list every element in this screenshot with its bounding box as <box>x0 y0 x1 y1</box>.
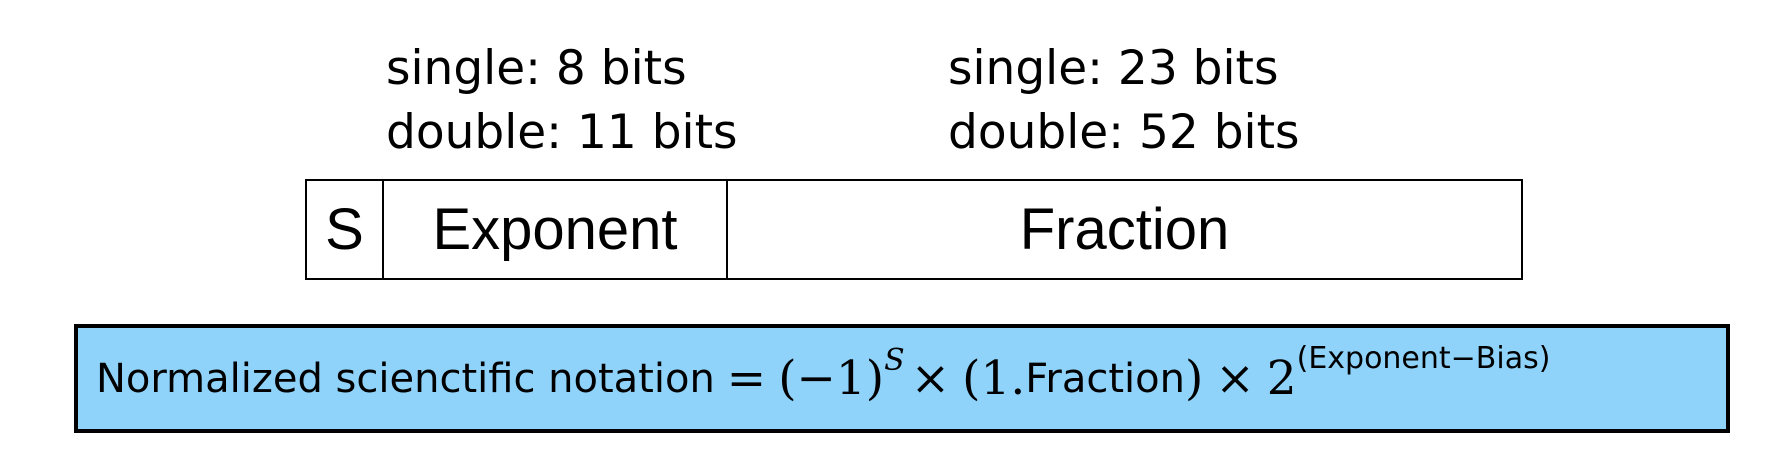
bit-format-box: S Exponent Fraction <box>305 179 1523 280</box>
formula-fraction: Fraction <box>1025 355 1185 402</box>
formula-close-paren: ) <box>1184 351 1204 406</box>
formula-neg-one: (−1) <box>778 351 885 406</box>
formula-equals: = <box>726 351 767 406</box>
exponent-bits-single: single: 8 bits <box>386 41 687 96</box>
formula-times-2: × <box>1215 351 1255 406</box>
exponent-bits-double: double: 11 bits <box>386 105 738 160</box>
formula-times-1: × <box>910 351 951 406</box>
fraction-field: Fraction <box>1019 197 1230 262</box>
exponent-bits-label: single: 8 bits double: 11 bits <box>386 37 738 165</box>
formula-text: Normalized scienctific notation <box>96 355 715 402</box>
formula-base: 2 <box>1266 351 1297 406</box>
formula-open-paren: (1. <box>962 351 1026 406</box>
formula-sign-exponent: S <box>884 343 905 378</box>
exponent-field: Exponent <box>384 181 728 278</box>
formula-exponent: (Exponent−Bias) <box>1296 341 1551 376</box>
fraction-bits-single: single: 23 bits <box>948 41 1279 96</box>
fraction-bits-double: double: 52 bits <box>948 105 1300 160</box>
fraction-bits-label: single: 23 bits double: 52 bits <box>948 37 1300 165</box>
sign-field: S <box>307 181 384 278</box>
formula-box: Normalized scienctific notation = (−1) S… <box>74 324 1730 433</box>
